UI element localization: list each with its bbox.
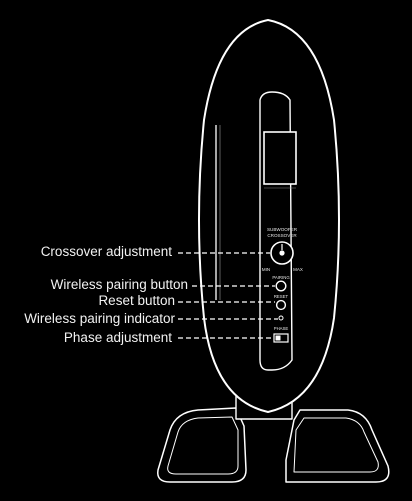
callout-reset: Reset button	[98, 293, 175, 308]
crossover-max-label: MAX	[293, 267, 303, 272]
crossover-knob-center	[279, 250, 285, 256]
phase-switch[interactable]	[273, 333, 289, 343]
phase-label: PHASE	[274, 326, 289, 331]
callout-crossover: Crossover adjustment	[40, 244, 172, 259]
pairing-indicator-led	[278, 315, 284, 321]
crossover-title-2: CROSSOVER	[267, 233, 297, 238]
reset-button[interactable]	[275, 299, 287, 311]
panel-window	[263, 131, 297, 185]
crossover-min-label: MIN	[262, 267, 270, 272]
reset-label: RESET	[274, 294, 289, 299]
callout-pairing-button: Wireless pairing button	[50, 277, 188, 292]
crossover-title-1: SUBWOOFER	[267, 227, 298, 232]
stand-base	[157, 394, 390, 483]
phase-switch-thumb	[275, 335, 281, 341]
control-panel: SUBWOOFER CROSSOVER MIN MAX PAIRING RESE…	[259, 91, 303, 371]
leader-lines	[178, 252, 278, 339]
pairing-button[interactable]	[275, 280, 287, 292]
callout-phase: Phase adjustment	[63, 330, 172, 345]
callout-pairing-indicator: Wireless pairing indicator	[24, 311, 175, 326]
pairing-label: PAIRING	[272, 275, 290, 280]
